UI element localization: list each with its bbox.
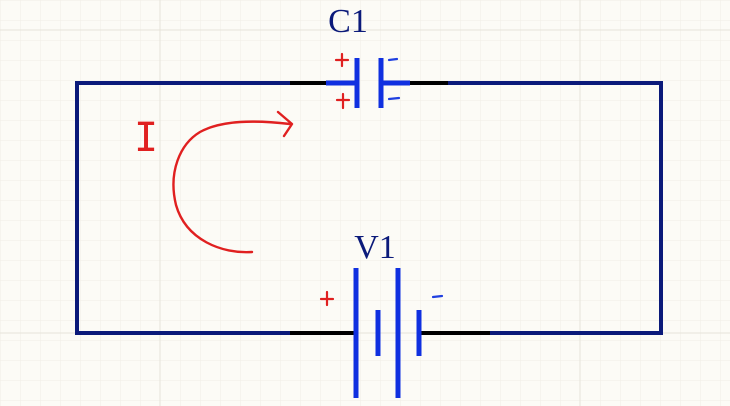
polarity-marks-positive	[319, 52, 351, 307]
capacitor-c1[interactable]	[326, 58, 410, 108]
battery-label: V1	[354, 229, 396, 266]
current-arrow-head-icon	[276, 110, 294, 138]
wire-right[interactable]	[446, 81, 663, 335]
battery-v1[interactable]	[353, 268, 422, 398]
wire-loop[interactable]	[75, 81, 663, 335]
capacitor-label: C1	[328, 3, 368, 40]
capacitor-plus-top-mark	[334, 52, 350, 68]
capacitor-plus-bottom-mark	[335, 92, 351, 110]
current-label: I	[134, 115, 158, 161]
current-arrow-path	[172, 120, 292, 254]
component-leads	[290, 81, 490, 335]
capacitor-minus-top-mark	[387, 57, 399, 62]
polarity-marks-negative	[387, 57, 444, 299]
wire-left[interactable]	[75, 81, 292, 335]
battery-minus-mark	[431, 294, 444, 299]
capacitor-minus-bottom-mark	[387, 96, 401, 101]
battery-plus-mark	[319, 290, 335, 307]
current-annotation	[172, 110, 294, 254]
